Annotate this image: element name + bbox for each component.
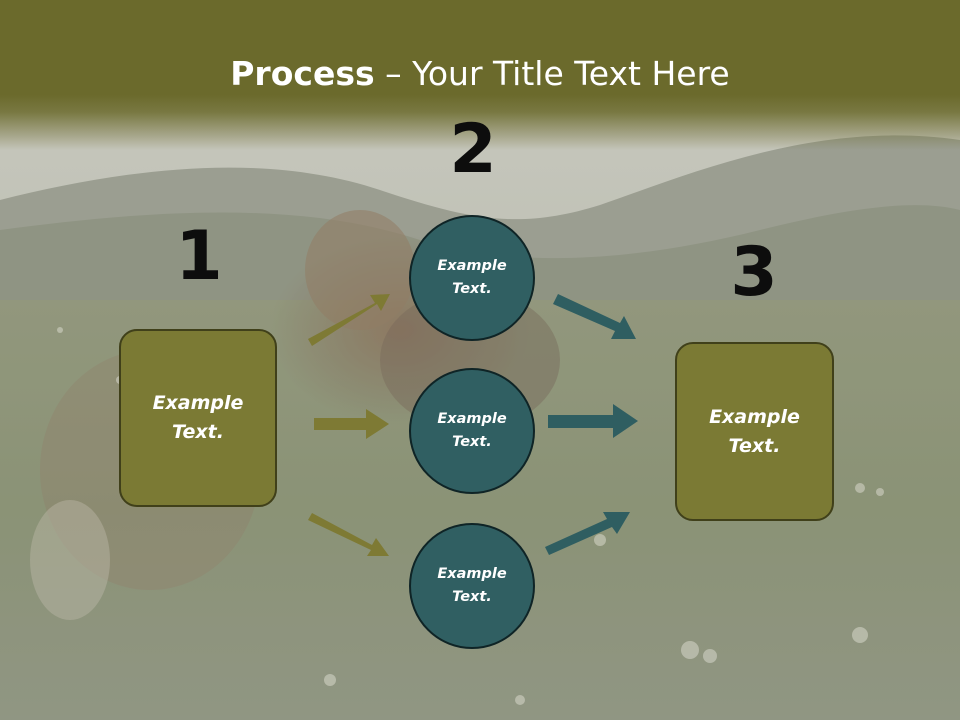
step-2-circle-top: Example Text. <box>409 215 535 341</box>
step-3-text: Example Text. <box>695 403 815 461</box>
circle-middle-text: Example Text. <box>427 408 517 454</box>
step-2-circle-bottom: Example Text. <box>409 523 535 649</box>
step-1-text-line1: Example <box>152 392 244 414</box>
title-bold: Process <box>230 54 375 93</box>
step-2-circle-middle: Example Text. <box>409 368 535 494</box>
title-band <box>0 0 960 150</box>
title-rest: – Your Title Text Here <box>374 54 730 93</box>
circle-middle-text-line1: Example <box>437 411 507 427</box>
step-1-text-line2: Text. <box>172 421 224 443</box>
step-1-text: Example Text. <box>138 389 258 447</box>
step-number-3: 3 <box>730 233 778 312</box>
circle-bottom-text-line2: Text. <box>452 589 492 605</box>
step-3-box: Example Text. <box>675 342 834 521</box>
circle-top-text-line2: Text. <box>452 281 492 297</box>
step-3-text-line2: Text. <box>728 434 781 457</box>
circle-bottom-text-line1: Example <box>437 566 507 582</box>
circle-bottom-text: Example Text. <box>427 563 517 609</box>
step-1-box: Example Text. <box>119 329 277 507</box>
slide-title: Process – Your Title Text Here <box>0 52 960 96</box>
step-3-text-line1: Example <box>709 405 800 428</box>
circle-top-text-line1: Example <box>437 258 507 274</box>
circle-middle-text-line2: Text. <box>452 434 492 450</box>
step-number-2: 2 <box>449 110 497 189</box>
circle-top-text: Example Text. <box>427 255 517 301</box>
step-number-1: 1 <box>175 217 223 296</box>
